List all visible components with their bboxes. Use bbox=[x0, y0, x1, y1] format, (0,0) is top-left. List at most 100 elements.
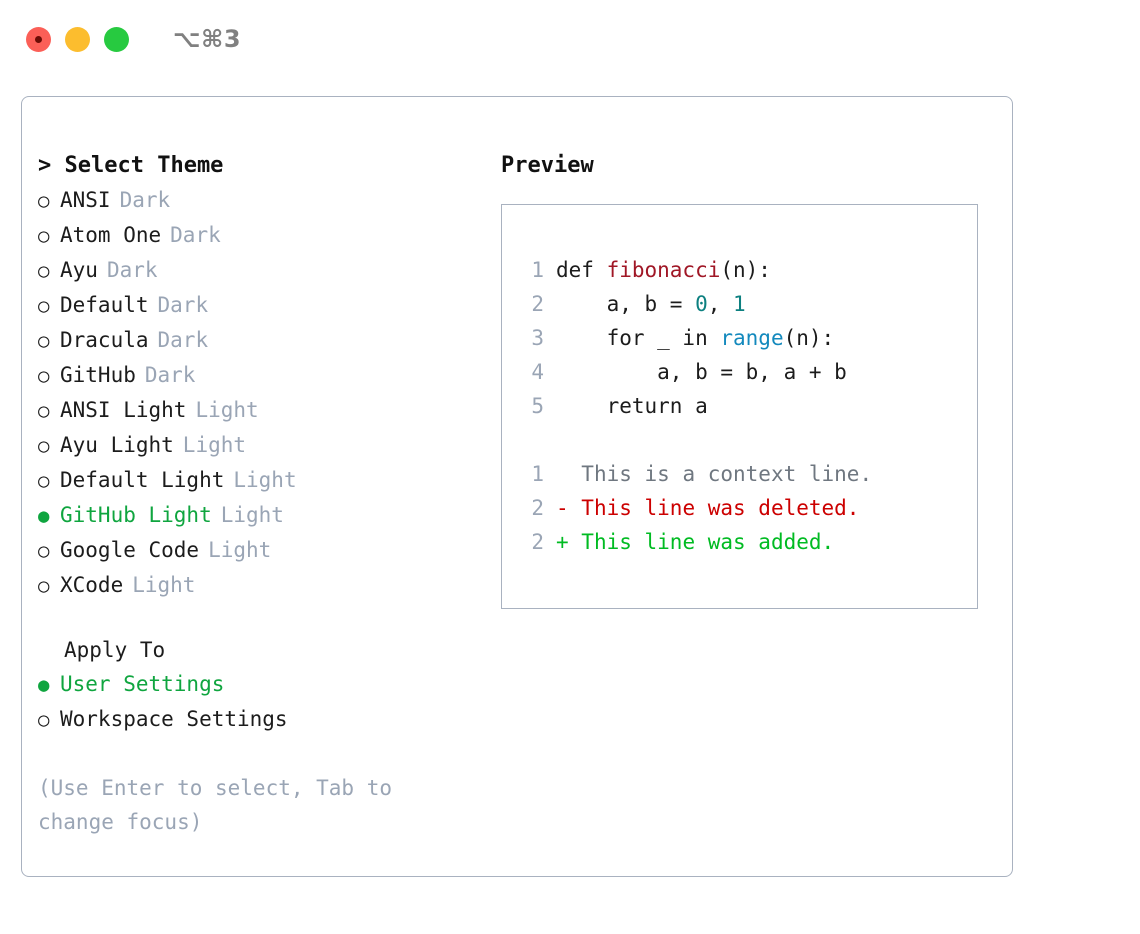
theme-option-tag: Dark bbox=[157, 328, 209, 352]
code-token: 0 bbox=[695, 292, 708, 316]
line-number: 5 bbox=[531, 394, 544, 418]
radio-selected-icon: ● bbox=[38, 674, 50, 696]
code-line: 5 return a bbox=[520, 389, 977, 423]
diff-text: This is a context line. bbox=[568, 462, 873, 486]
line-number: 2 bbox=[531, 530, 544, 554]
theme-option-1[interactable]: ○ Atom One Dark bbox=[38, 218, 488, 253]
diff-marker: - bbox=[556, 496, 569, 520]
preview-column: Preview 1 def fibonacci(n): 2 a, b = 0, 1 3… bbox=[501, 149, 1001, 609]
diff-text: This line was added. bbox=[568, 530, 835, 554]
theme-option-label: GitHub Light bbox=[60, 503, 212, 527]
diff-line: 2- This line was deleted. bbox=[520, 491, 977, 525]
radio-unselected-icon: ○ bbox=[38, 365, 50, 387]
code-token: , bbox=[707, 292, 734, 316]
apply-to-option-1[interactable]: ○Workspace Settings bbox=[38, 702, 488, 737]
theme-option-label: Ayu Light bbox=[60, 433, 174, 457]
theme-option-label: Dracula bbox=[60, 328, 149, 352]
radio-unselected-icon: ○ bbox=[38, 470, 50, 492]
keyboard-help-text: (Use Enter to select, Tab to change focu… bbox=[38, 776, 405, 834]
minimize-window-button[interactable] bbox=[65, 26, 90, 52]
code-token: fibonacci bbox=[606, 258, 721, 282]
line-number: 3 bbox=[531, 326, 544, 350]
theme-option-label: Google Code bbox=[60, 538, 200, 562]
theme-option-10[interactable]: ○ Google Code Light bbox=[38, 533, 488, 568]
apply-to-option-label: User Settings bbox=[60, 672, 225, 696]
code-line: 1 def fibonacci(n): bbox=[520, 253, 977, 287]
code-line: 4 a, b = b, a + b bbox=[520, 355, 977, 389]
preview-diff-sample: 1 This is a context line.2- This line wa… bbox=[520, 457, 977, 559]
close-window-button[interactable] bbox=[26, 26, 51, 52]
theme-option-7[interactable]: ○ Ayu Light Light bbox=[38, 428, 488, 463]
apply-to-list[interactable]: ● User Settings ○Workspace Settings bbox=[38, 667, 488, 737]
window-shortcut-label: ⌥⌘3 bbox=[173, 25, 242, 53]
theme-option-label: ANSI bbox=[60, 188, 111, 212]
line-number: 4 bbox=[531, 360, 544, 384]
radio-unselected-icon: ○ bbox=[38, 435, 50, 457]
line-number: 2 bbox=[531, 496, 544, 520]
preview-heading: Preview bbox=[501, 153, 594, 178]
select-theme-heading: > Select Theme bbox=[38, 153, 224, 178]
diff-text: This line was deleted. bbox=[568, 496, 860, 520]
theme-option-9[interactable]: ● GitHub Light Light bbox=[38, 498, 488, 533]
radio-unselected-icon: ○ bbox=[38, 330, 50, 352]
apply-to-section: Apply To ● User Settings ○Workspace Settin… bbox=[38, 633, 488, 737]
close-icon bbox=[35, 35, 42, 43]
code-token: def bbox=[556, 258, 607, 282]
code-token: range bbox=[720, 326, 784, 350]
theme-option-label: Ayu bbox=[60, 258, 98, 282]
code-token: 1 bbox=[733, 292, 746, 316]
theme-option-label: Default Light bbox=[60, 468, 225, 492]
code-token: for _ in bbox=[556, 326, 721, 350]
theme-option-label: XCode bbox=[60, 573, 124, 597]
theme-option-5[interactable]: ○ GitHub Dark bbox=[38, 358, 488, 393]
theme-option-tag: Dark bbox=[144, 363, 196, 387]
theme-option-tag: Light bbox=[233, 468, 297, 492]
theme-option-4[interactable]: ○ Dracula Dark bbox=[38, 323, 488, 358]
maximize-window-button[interactable] bbox=[104, 26, 129, 52]
radio-unselected-icon: ○ bbox=[38, 540, 50, 562]
line-number: 1 bbox=[531, 258, 544, 282]
radio-selected-icon: ● bbox=[38, 505, 50, 527]
traffic-light-group bbox=[26, 26, 129, 52]
apply-to-option-label: Workspace Settings bbox=[60, 707, 288, 731]
theme-option-tag: Dark bbox=[170, 223, 221, 247]
theme-option-tag: Light bbox=[208, 538, 272, 562]
theme-option-label: Default bbox=[60, 293, 149, 317]
code-token: a, b = bbox=[556, 292, 696, 316]
apply-to-option-0[interactable]: ● User Settings bbox=[38, 667, 488, 702]
theme-option-label: GitHub bbox=[60, 363, 136, 387]
diff-line: 1 This is a context line. bbox=[520, 457, 977, 491]
theme-option-8[interactable]: ○ Default Light Light bbox=[38, 463, 488, 498]
theme-option-tag: Light bbox=[182, 433, 247, 457]
line-number: 1 bbox=[531, 462, 544, 486]
radio-unselected-icon: ○ bbox=[38, 225, 50, 247]
theme-option-tag: Light bbox=[220, 503, 284, 527]
preview-box: 1 def fibonacci(n): 2 a, b = 0, 1 3 for _ i… bbox=[501, 204, 978, 609]
apply-to-heading: Apply To bbox=[64, 638, 166, 662]
diff-line: 2 + This line was added. bbox=[520, 525, 977, 559]
preview-spacer bbox=[520, 423, 977, 457]
code-token: return a bbox=[556, 394, 708, 418]
diff-marker: + bbox=[556, 530, 569, 554]
code-token: (n): bbox=[720, 258, 771, 282]
preview-code-sample: 1 def fibonacci(n): 2 a, b = 0, 1 3 for _ i… bbox=[520, 253, 977, 423]
code-line: 2 a, b = 0, 1 bbox=[520, 287, 977, 321]
diff-marker bbox=[556, 457, 569, 491]
radio-unselected-icon: ○ bbox=[38, 190, 50, 212]
theme-option-label: Atom One bbox=[60, 223, 162, 247]
theme-option-tag: Dark bbox=[106, 258, 158, 282]
title-bar: ⌥⌘3 bbox=[0, 0, 1140, 78]
theme-option-tag: Dark bbox=[157, 293, 209, 317]
code-token: a, b = b, a + b bbox=[556, 360, 847, 384]
theme-option-tag: Light bbox=[132, 573, 196, 597]
